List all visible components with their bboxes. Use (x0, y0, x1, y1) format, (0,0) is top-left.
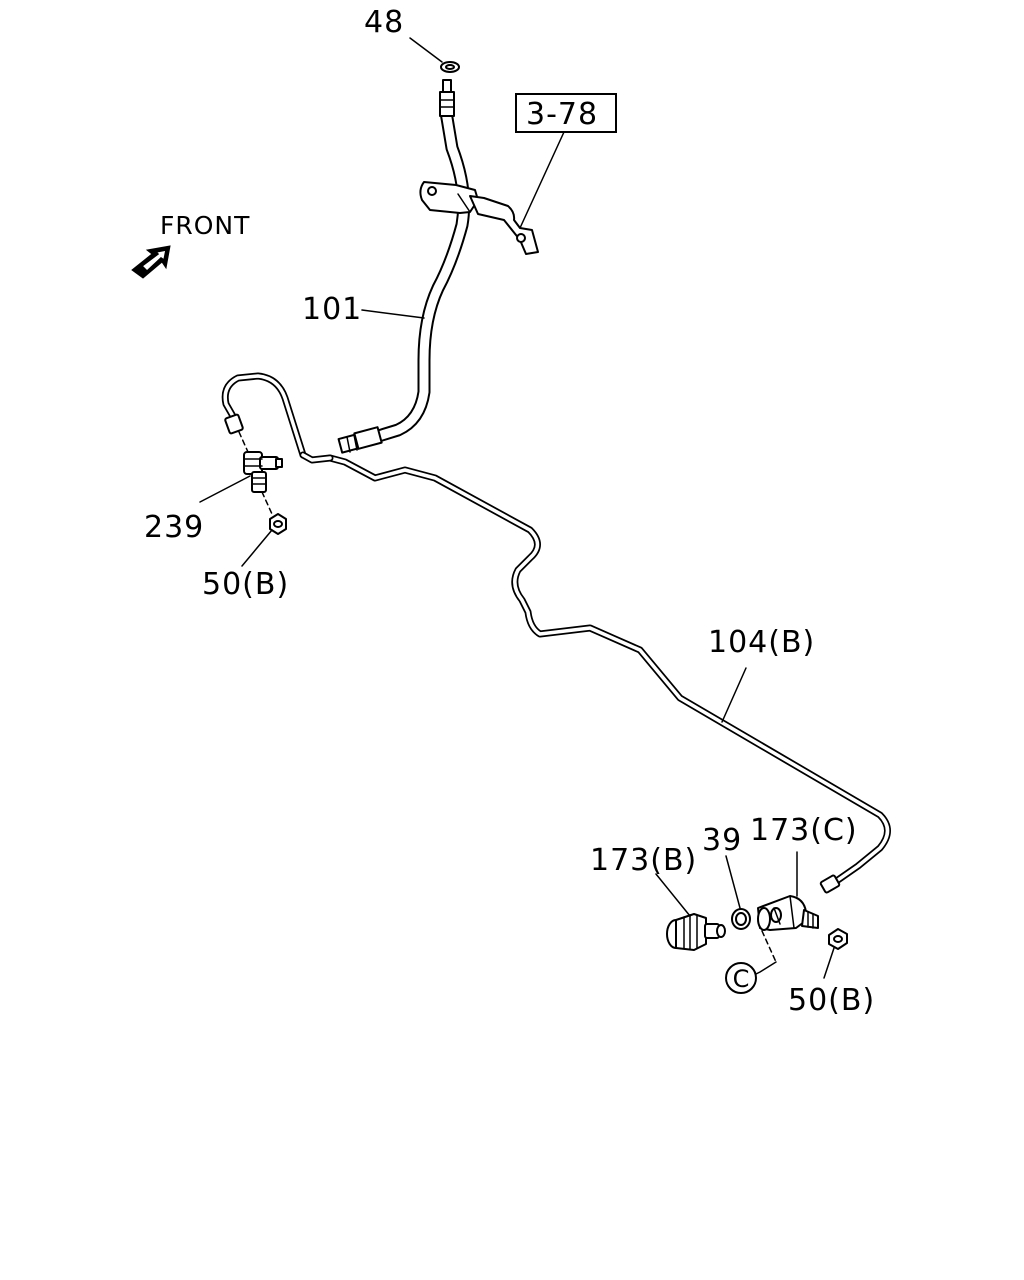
leader-39 (725, 855, 741, 909)
part-50b-right-nut (828, 928, 848, 950)
part-39-o-ring (731, 908, 751, 930)
label-circle-c: C (733, 965, 750, 993)
leader-50b-left (241, 529, 273, 567)
label-173c: 173(C) (750, 813, 858, 848)
leader-104b (721, 667, 747, 723)
pipe-104b-end-fitting (819, 874, 841, 894)
brake-hose-101 (337, 79, 471, 454)
label-50b-right: 50(B) (788, 983, 875, 1018)
label-173b: 173(B) (590, 843, 697, 878)
label-48: 48 (364, 5, 404, 40)
leader-50b-right (823, 947, 835, 979)
part-173c-elbow-fitting (757, 895, 819, 931)
brake-pipe-short-loop (221, 372, 334, 464)
front-arrow-icon (131, 245, 171, 279)
dashed-line-to-view-c (761, 930, 777, 963)
brake-pipe-104b (326, 454, 891, 886)
part-173b-connector (666, 913, 726, 951)
leader-48 (409, 37, 443, 63)
label-239: 239 (144, 510, 204, 545)
hose-end-fitting-upper (439, 91, 455, 117)
part-239-tee-fitting (224, 413, 283, 515)
label-50b-left: 50(B) (202, 567, 289, 602)
label-3-78: 3-78 (526, 97, 598, 132)
part-48-washer (440, 61, 460, 73)
view-circle-c (725, 962, 757, 994)
part-50b-left-nut (269, 513, 287, 535)
leader-173b (655, 873, 691, 917)
leader-3-78 (519, 131, 565, 229)
label-104b: 104(B) (708, 625, 815, 660)
label-front: FRONT (160, 211, 250, 240)
label-101: 101 (302, 292, 362, 327)
ref-box-3-78 (515, 93, 617, 133)
label-39: 39 (702, 823, 742, 858)
hose-bracket (419, 181, 539, 255)
leader-101 (361, 309, 425, 319)
leader-239 (199, 475, 251, 503)
